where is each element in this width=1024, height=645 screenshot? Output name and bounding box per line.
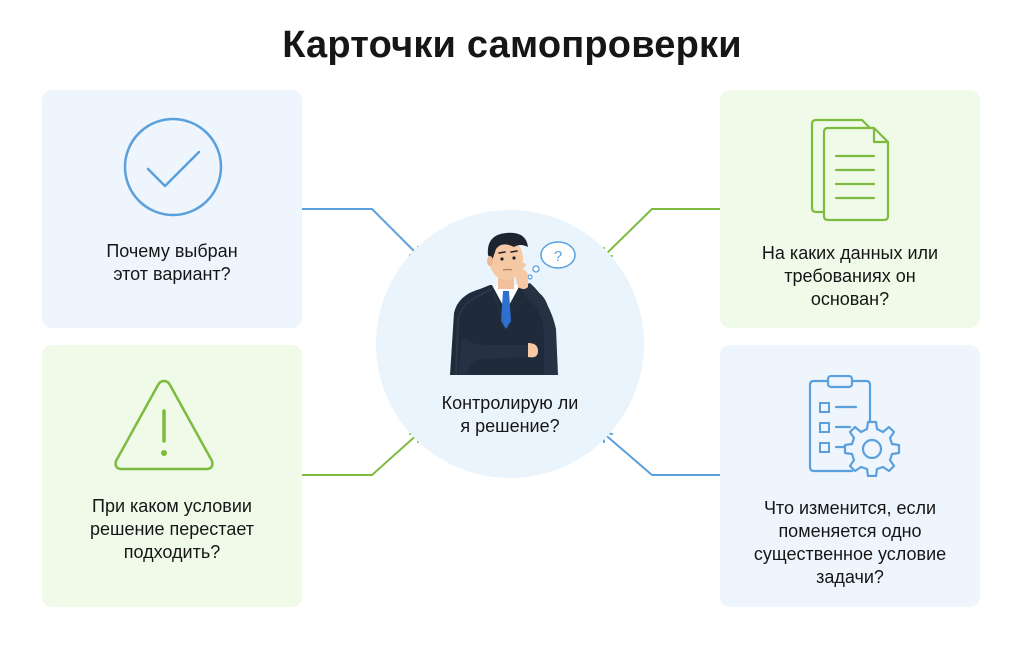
arrow-bottom-right xyxy=(601,431,721,476)
card-based-on-data: На каких данных или требованиях он основ… xyxy=(720,90,980,328)
clipboard-gear-icon xyxy=(808,375,901,477)
card-line: задачи? xyxy=(816,567,884,587)
card-line: требованиях он xyxy=(784,266,916,286)
card-line: Что изменится, если xyxy=(763,498,937,518)
thought-bubble-icon: ? xyxy=(527,241,576,280)
card-when-stops-fitting: При каком условии решение перестает подх… xyxy=(42,345,302,607)
card-what-changes: Что изменится, если поменяется одно суще… xyxy=(720,345,980,607)
card-line: подходить? xyxy=(123,542,221,562)
warning-triangle-icon xyxy=(114,379,214,471)
center-question-line: Контролирую ли xyxy=(441,393,579,413)
arrow-top-left xyxy=(301,208,421,258)
page-title: Карточки самопроверки xyxy=(282,24,742,66)
checkmark-circle-icon xyxy=(123,117,223,217)
center-question-line: я решение? xyxy=(460,416,560,436)
card-line: решение перестает xyxy=(90,519,254,539)
arrow-bottom-left xyxy=(301,431,421,476)
thinking-man-illustration: ? xyxy=(450,232,576,376)
center-question: Контролирую ли я решение? xyxy=(376,392,644,438)
card-why-chosen: Почему выбран этот вариант? xyxy=(42,90,302,328)
documents-icon xyxy=(810,118,890,222)
thought-question-mark: ? xyxy=(554,248,562,265)
card-line: поменяется одно xyxy=(778,521,922,541)
card-line: этот вариант? xyxy=(113,264,231,284)
card-line: На каких данных или xyxy=(761,243,939,263)
card-line: существенное условие xyxy=(753,544,947,564)
card-line: При каком условии xyxy=(92,496,252,516)
card-line: Почему выбран xyxy=(106,241,238,261)
arrow-top-right xyxy=(601,208,721,259)
card-line: основан? xyxy=(810,289,890,309)
